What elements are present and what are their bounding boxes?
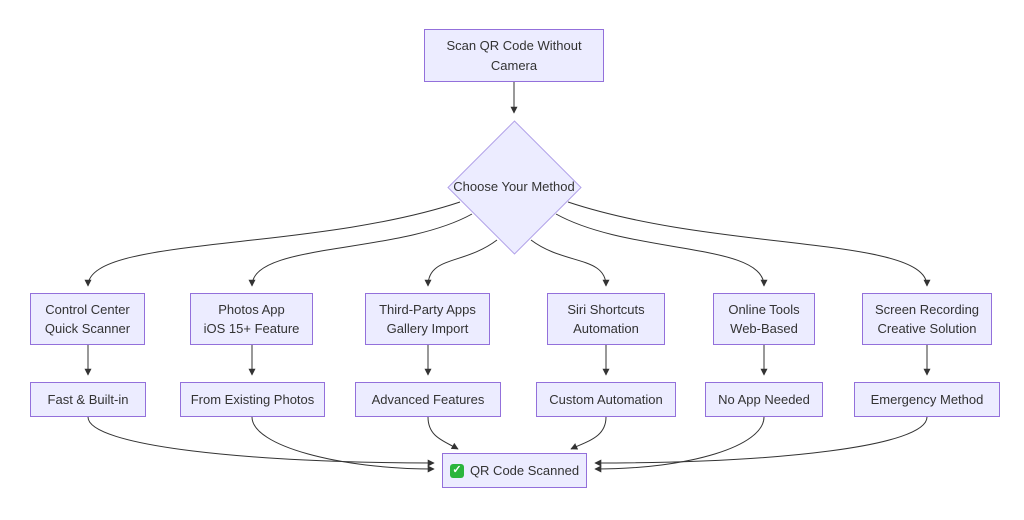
method-line2: Creative Solution <box>877 321 977 336</box>
edge-decision-method-3 <box>530 239 610 287</box>
method-line2: Gallery Import <box>386 321 469 336</box>
edge-benefit-result-0 <box>87 416 435 467</box>
method-line2: Quick Scanner <box>44 321 131 336</box>
method-line1: Screen Recording <box>874 301 980 317</box>
node-benefit-custom-automation: Custom Automation <box>536 382 676 417</box>
node-decision-label: Choose Your Method <box>453 179 575 194</box>
method-line1: Online Tools <box>728 301 800 317</box>
check-icon: ✓ <box>449 463 464 478</box>
method-line2: Web-Based <box>730 321 798 336</box>
edge-decision-method-2 <box>424 239 498 287</box>
method-line1: Third-Party Apps <box>379 301 476 317</box>
method-line2: iOS 15+ Feature <box>203 321 300 336</box>
benefit-label: Emergency Method <box>870 391 984 407</box>
node-benefit-from-existing-photos: From Existing Photos <box>180 382 325 417</box>
benefit-label: From Existing Photos <box>190 391 315 407</box>
method-line1: Siri Shortcuts <box>567 301 645 317</box>
result-label: QR Code Scanned <box>469 462 580 478</box>
node-start-line1: Scan QR Code Without <box>446 38 582 53</box>
node-method-online-tools: Online Tools Web-Based <box>713 293 815 345</box>
node-method-photos-app: Photos App iOS 15+ Feature <box>190 293 313 345</box>
method-line1: Photos App <box>218 301 285 317</box>
edge-decision-method-4 <box>555 213 768 287</box>
node-method-siri-shortcuts: Siri Shortcuts Automation <box>547 293 665 345</box>
benefit-label: Fast & Built-in <box>47 391 129 407</box>
benefit-label: Advanced Features <box>371 391 485 407</box>
node-benefit-no-app-needed: No App Needed <box>705 382 823 417</box>
node-benefit-advanced-features: Advanced Features <box>355 382 501 417</box>
node-start: Scan QR Code Without Camera <box>424 29 604 82</box>
node-result: ✓ QR Code Scanned <box>442 453 587 488</box>
node-benefit-emergency-method: Emergency Method <box>854 382 1000 417</box>
edge-benefit-result-4 <box>594 416 765 473</box>
node-start-line2: Camera <box>490 57 538 73</box>
edge-benefit-result-1 <box>251 416 435 473</box>
edge-decision-method-0 <box>84 201 461 287</box>
edge-decision-method-1 <box>248 213 473 287</box>
edge-benefit-result-2 <box>427 416 459 450</box>
node-method-control-center: Control Center Quick Scanner <box>30 293 145 345</box>
benefit-label: No App Needed <box>718 391 810 407</box>
node-method-screen-recording: Screen Recording Creative Solution <box>862 293 992 345</box>
edge-benefit-result-3 <box>570 416 607 450</box>
method-line1: Control Center <box>45 301 130 317</box>
benefit-label: Custom Automation <box>549 391 663 407</box>
method-line2: Automation <box>573 321 639 336</box>
node-method-third-party-apps: Third-Party Apps Gallery Import <box>365 293 490 345</box>
edge-decision-method-5 <box>567 201 931 287</box>
node-benefit-fast-built-in: Fast & Built-in <box>30 382 146 417</box>
edge-benefit-result-5 <box>594 416 928 467</box>
